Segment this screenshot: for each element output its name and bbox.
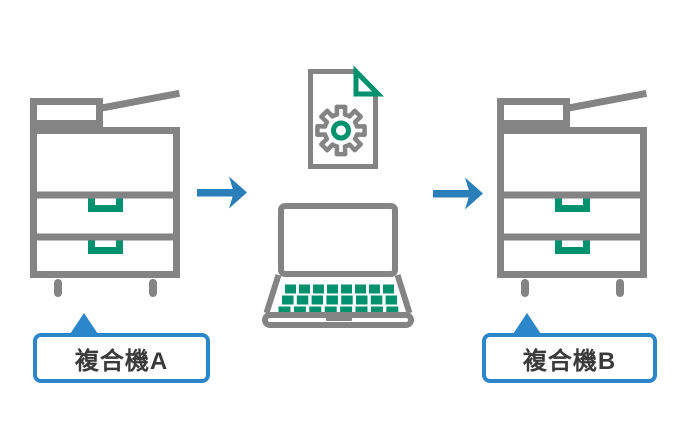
settings-file-icon [308, 65, 384, 169]
keyboard-keys [278, 284, 399, 316]
touchpad-bar [326, 316, 352, 321]
printer-b-callout: 複合機B [482, 313, 657, 383]
copier-icon [501, 94, 644, 293]
copier-icon [34, 94, 177, 293]
laptop-icon [262, 203, 414, 328]
printer-b-label: 複合機B [522, 347, 617, 375]
arrow-right-icon [197, 176, 247, 209]
arrow-right-icon [433, 177, 483, 210]
printer-a-callout: 複合機A [33, 313, 210, 383]
printer-a-label: 複合機A [74, 347, 169, 375]
gear-icon [315, 104, 367, 157]
